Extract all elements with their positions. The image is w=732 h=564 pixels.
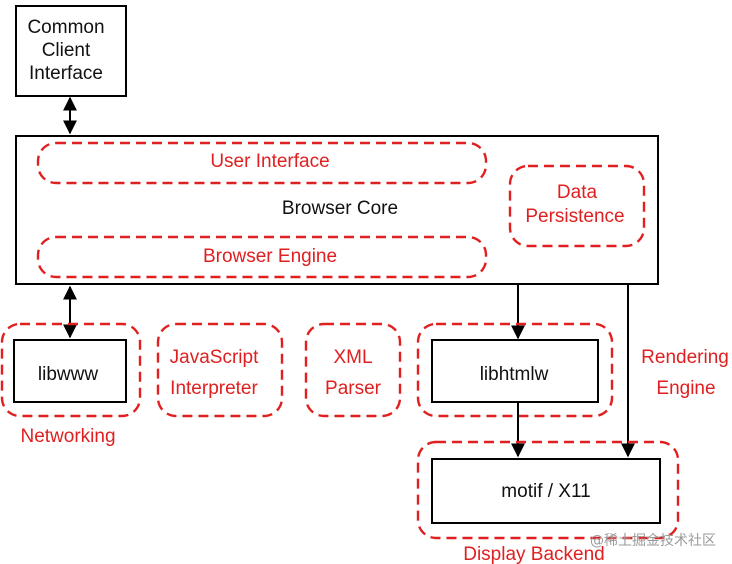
libhtmlw-box — [431, 339, 599, 403]
browser-core-label: Browser Core — [282, 198, 398, 219]
common-client-interface-line-3: Interface — [29, 63, 103, 84]
data-persistence-subsystem: Data Persistence — [508, 164, 646, 248]
common-client-interface-line-1: Common — [27, 17, 104, 38]
watermark-text: @稀土掘金技术社区 — [590, 533, 716, 549]
networking-subsystem: libwww Networking — [0, 322, 142, 447]
javascript-interpreter-subsystem: JavaScript Interpreter — [156, 322, 284, 418]
xml-parser-line-2: Parser — [325, 378, 382, 399]
networking-label: Networking — [20, 426, 115, 447]
rendering-engine-subsystem: libhtmlw — [416, 322, 614, 418]
libhtmlw-label: libhtmlw — [480, 364, 549, 385]
javascript-interpreter-line-2: Interpreter — [170, 378, 258, 399]
libwww-label: libwww — [38, 364, 98, 385]
xml-parser-subsystem: XML Parser — [304, 322, 402, 418]
xml-parser-line-1: XML — [333, 347, 372, 368]
common-client-interface-line-2: Client — [42, 40, 91, 61]
browser-engine-label: Browser Engine — [203, 246, 337, 267]
libwww-box — [13, 339, 127, 403]
browser-engine-subsystem: Browser Engine — [36, 235, 488, 279]
browser-core-box: Browser Core — [15, 135, 659, 285]
javascript-interpreter-line-1: JavaScript — [170, 347, 259, 368]
data-persistence-line-2: Persistence — [525, 206, 624, 227]
motif-x11-box — [431, 458, 661, 524]
data-persistence-line-1: Data — [557, 182, 598, 203]
motif-x11-label: motif / X11 — [501, 481, 590, 502]
user-interface-label: User Interface — [210, 151, 329, 172]
display-backend-label: Display Backend — [463, 544, 605, 564]
display-backend-subsystem: motif / X11 Display Backend — [416, 440, 680, 564]
rendering-engine-line-1: Rendering — [641, 347, 729, 368]
user-interface-subsystem: User Interface — [36, 141, 488, 185]
rendering-engine-line-2: Engine — [656, 378, 715, 399]
common-client-interface-box: Common Client Interface — [15, 5, 127, 97]
